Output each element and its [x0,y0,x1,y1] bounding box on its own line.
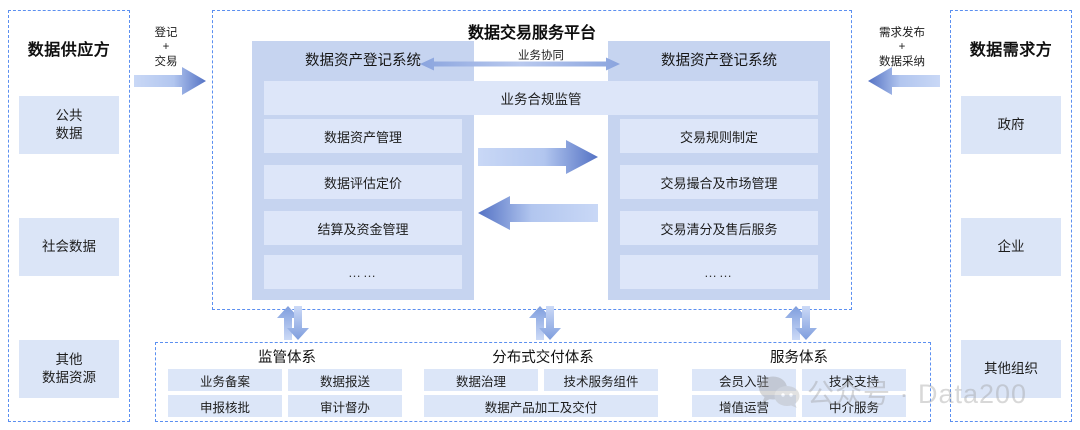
platform-left-item-3: …… [264,255,462,289]
platform-left-item-2: 结算及资金管理 [264,211,462,245]
platform-title: 数据交易服务平台 [467,25,596,42]
flow-left-line2: + [162,41,170,54]
flow-right-line2: + [898,41,906,54]
platform-left-item-0: 数据资产管理 [264,119,462,153]
flow-left-line1: 登记 [154,27,178,39]
service-box-0: 会员入驻 [692,369,796,391]
regulation-box-0: 业务备案 [168,369,282,391]
regulation-box-3: 审计督办 [288,395,402,417]
platform-right-item-0: 交易规则制定 [620,119,818,153]
delivery-box-wide: 数据产品加工及交付 [424,395,658,417]
platform-left-panel-head: 数据资产登记系统 [305,52,421,69]
regulation-system-title: 监管体系 [258,349,316,366]
flow-right-arrow-icon [868,67,940,95]
delivery-box-0: 数据治理 [424,369,538,391]
platform-right-item-3: …… [620,255,818,289]
compliance-bar: 业务合规监管 [264,81,818,115]
service-box-2: 增值运营 [692,395,796,417]
platform-right-item-2: 交易清分及售后服务 [620,211,818,245]
connector-arrows-regulation-icon [277,306,309,340]
regulation-box-1: 数据报送 [288,369,402,391]
supply-item-label: 公共数据 [55,107,83,141]
supply-item-public-data: 公共数据 [19,96,119,154]
service-system-title: 服务体系 [770,349,828,366]
service-box-3: 中介服务 [802,395,906,417]
supply-item-other-data: 其他数据资源 [19,340,119,398]
supply-item-social-data: 社会数据 [19,218,119,276]
sync-double-arrow-icon [420,57,620,71]
platform-right-item-1: 交易撮合及市场管理 [620,165,818,199]
connector-arrows-delivery-icon [529,306,561,340]
flow-right-line1: 需求发布 [879,27,925,39]
exchange-arrow-left-icon [478,196,598,230]
demand-item-other-org: 其他组织 [961,340,1061,398]
supply-title: 数据供应方 [27,42,111,59]
demand-title: 数据需求方 [969,42,1053,59]
demand-item-government: 政府 [961,96,1061,154]
supply-item-label: 其他数据资源 [42,351,96,385]
supply-region [8,10,130,422]
sync-label: 业务协同 [518,50,564,62]
regulation-box-2: 申报核批 [168,395,282,417]
platform-left-item-1: 数据评估定价 [264,165,462,199]
service-box-1: 技术支持 [802,369,906,391]
platform-right-panel-head: 数据资产登记系统 [661,52,777,69]
flow-left-label: 登记 + 交易 [137,26,195,69]
flow-left-line3: 交易 [154,55,178,68]
flow-right-label: 需求发布 + 数据采纳 [862,26,942,69]
demand-item-enterprise: 企业 [961,218,1061,276]
bottom-systems-region [155,342,931,422]
flow-left-arrow-icon [134,67,206,95]
connector-arrows-service-icon [785,306,817,340]
platform-region [212,10,852,310]
flow-right-line3: 数据采纳 [879,55,925,68]
demand-region [950,10,1072,422]
delivery-box-1: 技术服务组件 [544,369,658,391]
exchange-arrow-right-icon [478,140,598,174]
delivery-system-title: 分布式交付体系 [492,349,594,366]
